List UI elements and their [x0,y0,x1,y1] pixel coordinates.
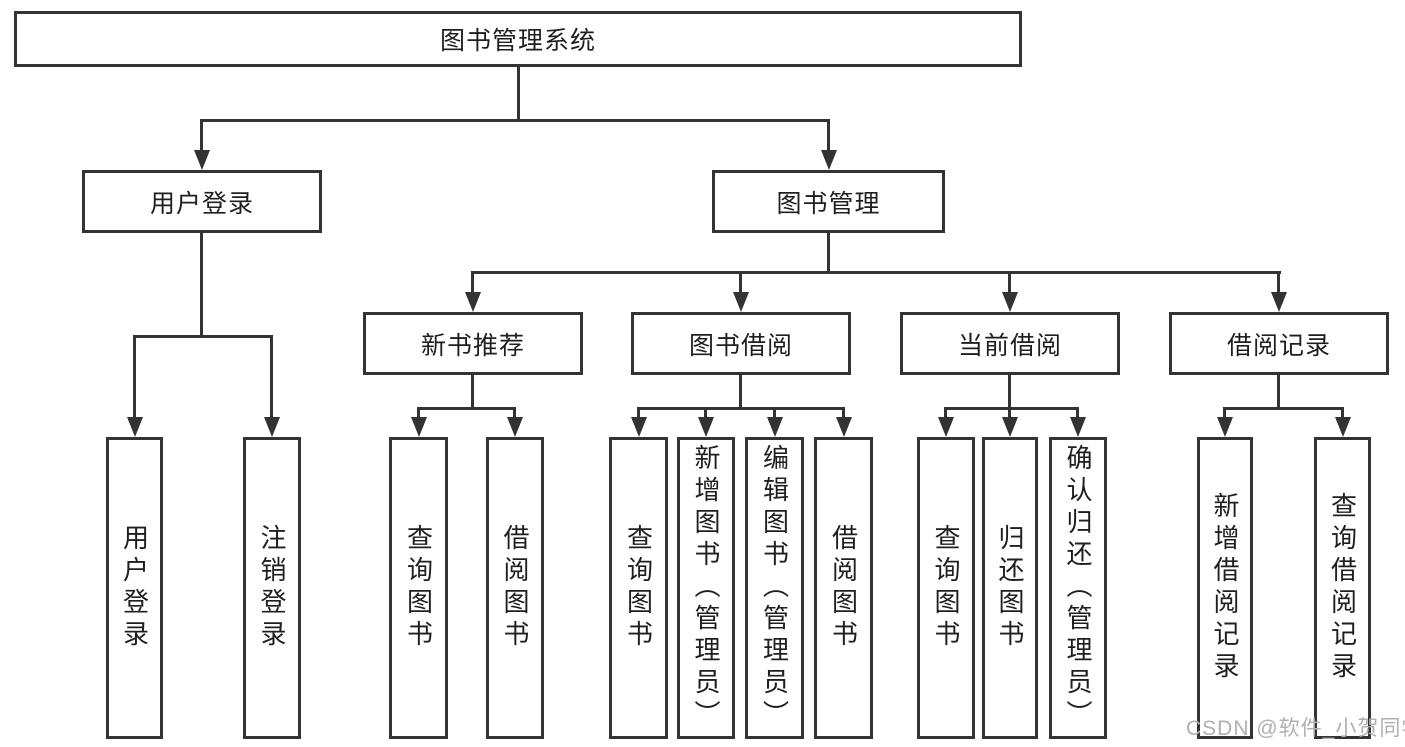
connector-user-login-stem [200,233,203,335]
connector-drop-book-management [827,119,830,150]
arrow-d2 [1002,417,1018,437]
leaf-query-books-current-label: 查询图书 [931,524,961,652]
connector-drop-leaf-login [133,335,136,417]
connector-drop-b2 [513,407,516,417]
connector-root-branch [201,119,830,122]
node-borrow-records-label: 借阅记录 [1226,331,1331,360]
arrow-user-login [194,150,210,170]
leaf-query-borrow-record-label: 查询借阅记录 [1327,492,1358,684]
arrow-b2 [507,417,523,437]
arrow-leaf-login [127,417,143,437]
arrow-c3 [767,417,783,437]
arrow-b1 [411,417,427,437]
connector-book-management-branch [471,271,1281,274]
arrow-book-borrow [733,292,749,312]
connector-current-borrow-branch [944,407,1078,410]
connector-new-book-branch [417,407,516,410]
node-new-book-recommend: 新书推荐 [363,312,583,375]
leaf-query-books-borrow-label: 查询图书 [623,524,654,652]
connector-drop-b1 [417,407,420,417]
node-current-borrow: 当前借阅 [900,312,1120,375]
leaf-edit-books-admin: 编辑图书（管理员） [745,437,804,739]
leaf-query-books-current: 查询图书 [917,437,975,739]
connector-drop-c3 [773,407,776,417]
connector-drop-borrow-records [1277,271,1280,292]
leaf-return-books-label: 归还图书 [995,524,1025,652]
connector-drop-book-borrow [739,271,742,292]
leaf-query-borrow-record: 查询借阅记录 [1314,437,1371,739]
arrow-c2 [698,417,714,437]
leaf-confirm-return-admin-label: 确认归还（管理员） [1063,444,1093,732]
connector-user-login-branch [133,335,273,338]
leaf-borrow-books: 借阅图书 [814,437,873,739]
arrow-current-borrow [1002,292,1018,312]
leaf-return-books: 归还图书 [982,437,1038,739]
connector-borrow-records-stem [1277,375,1280,407]
arrow-leaf-logout [264,417,280,437]
node-book-management: 图书管理 [712,170,945,233]
connector-drop-c2 [704,407,707,417]
node-book-management-label: 图书管理 [776,189,881,218]
connector-book-management-stem [827,233,830,271]
connector-drop-d1 [944,407,947,417]
connector-drop-d3 [1076,407,1079,417]
leaf-add-books-admin: 新增图书（管理员） [677,437,735,739]
leaf-logout: 注销登录 [243,437,301,739]
leaf-borrow-books-recommend-label: 借阅图书 [500,524,530,652]
connector-drop-user-login [200,119,203,150]
node-borrow-records: 借阅记录 [1169,312,1389,375]
connector-drop-current-borrow [1008,271,1011,292]
leaf-query-books-recommend-label: 查询图书 [403,524,434,652]
leaf-query-books-borrow: 查询图书 [609,437,668,739]
connector-new-book-stem [471,375,474,407]
node-new-book-recommend-label: 新书推荐 [420,331,525,360]
leaf-user-login: 用户登录 [106,437,163,739]
arrow-e2 [1335,417,1351,437]
root-node-label: 图书管理系统 [439,27,596,55]
connector-borrow-records-branch [1223,407,1343,410]
connector-current-borrow-stem [1008,375,1011,407]
leaf-borrow-books-label: 借阅图书 [828,524,859,652]
arrow-d1 [938,417,954,437]
node-user-login-label: 用户登录 [149,189,254,218]
connector-book-borrow-branch [637,407,844,410]
arrow-e1 [1217,417,1233,437]
leaf-add-books-admin-label: 新增图书（管理员） [691,444,721,732]
node-book-borrow: 图书借阅 [631,312,851,375]
connector-root-stem [517,67,520,119]
node-book-borrow-label: 图书借阅 [688,331,793,360]
connector-book-borrow-stem [739,375,742,407]
connector-drop-c1 [637,407,640,417]
leaf-query-books-recommend: 查询图书 [389,437,448,739]
leaf-user-login-label: 用户登录 [119,524,150,652]
connector-drop-leaf-logout [270,335,273,417]
leaf-add-borrow-record-label: 新增借阅记录 [1210,492,1240,684]
root-node: 图书管理系统 [14,11,1022,67]
node-user-login: 用户登录 [82,170,322,233]
arrow-c4 [836,417,852,437]
leaf-add-borrow-record: 新增借阅记录 [1197,437,1253,739]
connector-drop-e2 [1341,407,1344,417]
leaf-borrow-books-recommend: 借阅图书 [486,437,544,739]
connector-drop-d2 [1008,407,1011,417]
arrow-c1 [631,417,647,437]
arrow-new-book [465,292,481,312]
arrow-book-management [821,150,837,170]
connector-drop-e1 [1223,407,1226,417]
leaf-confirm-return-admin: 确认归还（管理员） [1049,437,1107,739]
connector-drop-c4 [842,407,845,417]
connector-drop-new-book [471,271,474,292]
leaf-logout-label: 注销登录 [257,524,287,652]
leaf-edit-books-admin-label: 编辑图书（管理员） [759,444,790,732]
arrow-borrow-records [1271,292,1287,312]
watermark: CSDN @软件_小贺同学 [1186,717,1405,740]
arrow-d3 [1070,417,1086,437]
node-current-borrow-label: 当前借阅 [957,331,1062,360]
